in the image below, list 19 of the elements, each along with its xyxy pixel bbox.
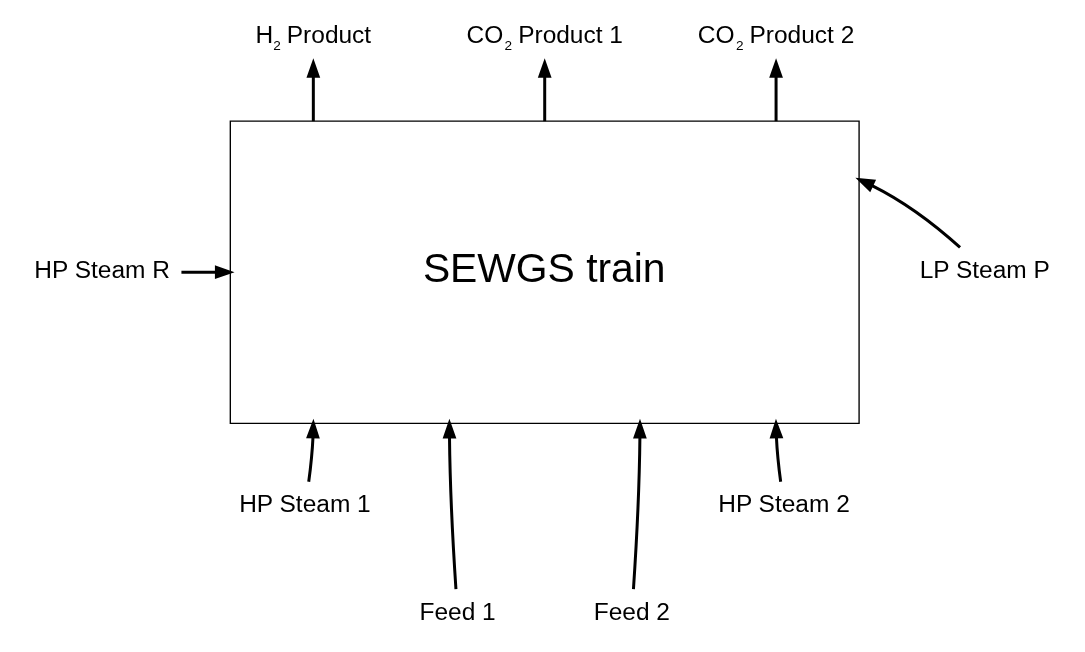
node-text: HP Steam 2 [717, 490, 850, 518]
node-text: LP Steam P [919, 256, 1050, 284]
node-text: Feed 1 [418, 597, 496, 625]
node-box: SEWGS train [229, 120, 860, 424]
arrow [180, 265, 235, 280]
node-text: CO$_{2}$ Product 1 [465, 20, 623, 54]
node-text: CO$_{2}$ Product 2 [697, 20, 854, 54]
arrow [537, 58, 552, 122]
arrow [768, 58, 783, 122]
arrow [631, 418, 647, 590]
node-text: HP Steam R [33, 256, 170, 284]
arrow [854, 177, 961, 249]
node-text: Feed 2 [593, 597, 670, 625]
node-text: H$_{2}$ Product [254, 20, 371, 54]
arrow [305, 418, 320, 482]
node-text: HP Steam 1 [238, 490, 371, 518]
arrow [305, 58, 320, 122]
arrow [769, 418, 783, 482]
arrow [442, 418, 457, 590]
